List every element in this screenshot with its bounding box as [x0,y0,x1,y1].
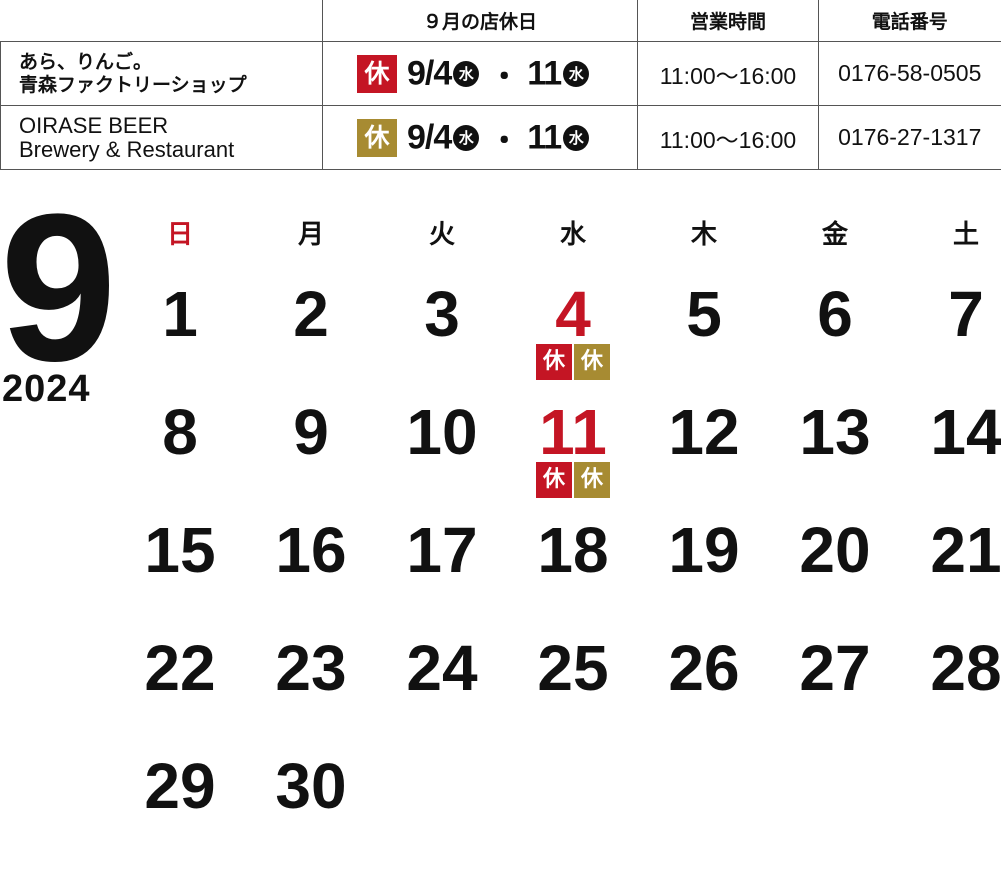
calendar-day: 5 [686,278,722,350]
header-store [0,0,323,42]
business-hours: 11:00〜16:00 [637,41,819,106]
calendar-day: 24 [406,632,478,704]
calendar-day: 30 [275,750,347,822]
calendar-day: 12 [668,396,740,468]
calendar-day: 28 [930,632,1001,704]
closed-tag-gold: 休 [574,344,610,380]
business-hours: 11:00〜16:00 [637,105,819,170]
holiday-tags: 休休 [533,344,613,380]
weekday-circle: 水 [563,60,590,87]
phone-number: 0176-58-0505 [818,41,1001,106]
weekday-header: 水 [559,220,586,250]
separator: ・ [489,60,520,94]
month-number: 9 [0,170,117,405]
calendar-day: 26 [668,632,740,704]
calendar-day: 18 [537,514,609,586]
calendar-day: 8 [162,396,198,468]
calendar-day: 7 [948,278,984,350]
calendar-day: 11 [539,396,607,468]
holiday-date-2: 11 [527,118,562,156]
closed-badge-gold: 休 [357,118,397,157]
holiday-date-1: 9/4 [407,118,452,156]
calendar-day: 10 [406,396,478,468]
store-name-line2: Brewery & Restaurant [19,136,235,162]
calendar-day: 23 [275,632,347,704]
calendar-day: 21 [930,514,1001,586]
calendar-day: 29 [144,750,216,822]
calendar-day: 22 [144,632,216,704]
closed-tag-red: 休 [536,344,572,380]
calendar-day: 17 [406,514,478,586]
calendar-day: 27 [799,632,871,704]
weekday-circle: 水 [453,124,480,151]
store-name-line2: 青森ファクトリーショップ [19,73,247,96]
phone-number: 0176-27-1317 [818,105,1001,170]
holiday-date-2: 11 [527,54,562,92]
calendar-day: 1 [162,278,198,350]
closed-tag-red: 休 [536,462,572,498]
calendar-day: 6 [817,278,853,350]
calendar-day: 25 [537,632,609,704]
header-phone: 電話番号 [818,0,1001,42]
calendar-day: 4 [555,278,591,350]
header-holidays: ９月の店休日 [322,0,638,42]
weekday-header: 日 [166,220,193,250]
calendar-day: 16 [275,514,347,586]
weekday-header: 火 [428,220,455,250]
calendar-day: 14 [930,396,1001,468]
store-name-line1: OIRASE BEER [19,112,169,138]
weekday-header: 木 [690,220,717,250]
store-name: OIRASE BEER Brewery & Restaurant [0,105,323,170]
header-hours: 営業時間 [637,0,819,42]
calendar-day: 2 [293,278,329,350]
table-header-row: ９月の店休日 営業時間 電話番号 [0,0,1001,42]
closed-badge-red: 休 [357,54,397,93]
store-name: あら、りんご。 青森ファクトリーショップ [0,41,323,106]
weekday-header: 月 [297,220,324,250]
year-label: 2024 [2,368,91,410]
store-name-line1: あら、りんご。 [19,50,153,73]
weekday-circle: 水 [563,124,590,151]
calendar-day: 19 [668,514,740,586]
calendar-day: 13 [799,396,871,468]
weekday-circle: 水 [453,60,480,87]
weekday-header: 金 [821,220,848,250]
separator: ・ [489,124,520,158]
calendar-day: 3 [424,278,460,350]
calendar-day: 9 [293,396,329,468]
weekday-header: 土 [952,220,979,250]
holiday-tags: 休休 [533,462,613,498]
holiday-date-1: 9/4 [407,54,452,92]
closed-tag-gold: 休 [574,462,610,498]
calendar-day: 15 [144,514,216,586]
calendar-day: 20 [799,514,871,586]
